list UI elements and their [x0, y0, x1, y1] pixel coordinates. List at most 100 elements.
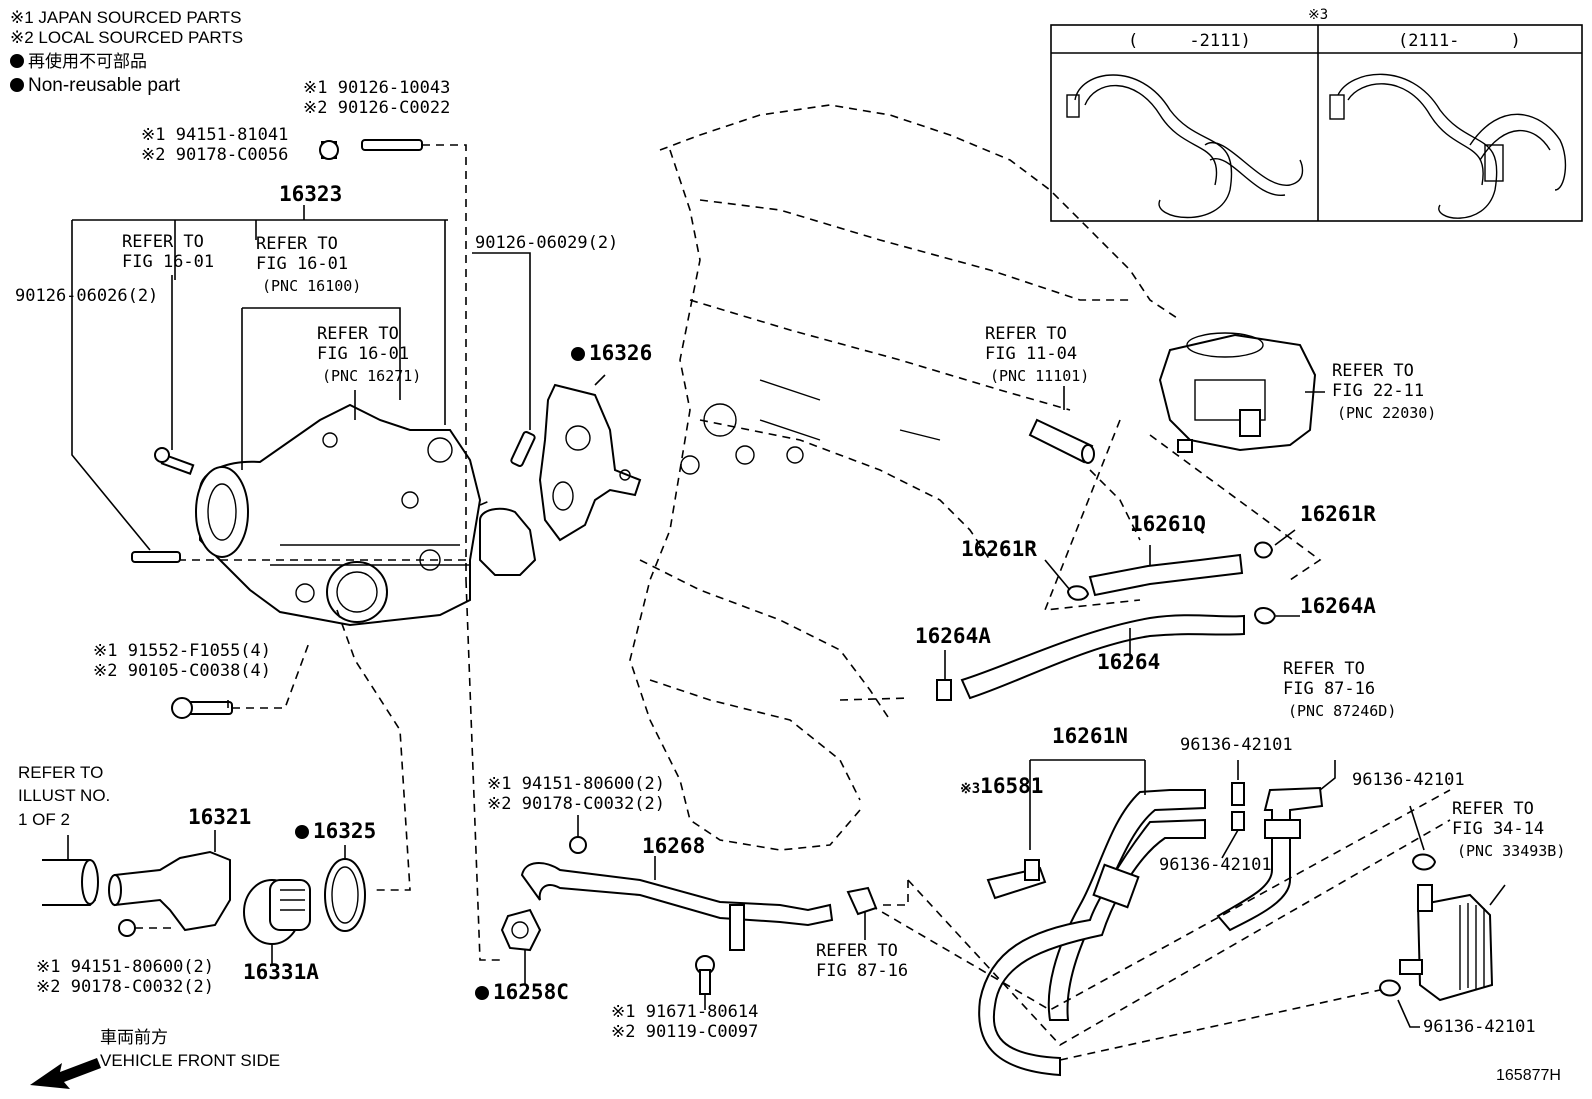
label-16261q: 16261Q: [1130, 512, 1206, 536]
stud-90126-06026-icon: [131, 551, 181, 563]
inset-col1: ( -2111): [1128, 31, 1251, 51]
legend-japan: ※1 JAPAN SOURCED PARTS: [10, 8, 242, 27]
gasket-16326-icon: [538, 383, 642, 542]
bolt-upper-icon: [154, 447, 195, 475]
legend-nonreuse-jp: 再使用不可部品: [10, 52, 147, 72]
refer-fig87-16-a-line3: (PNC 87246D): [1288, 702, 1397, 720]
label-90126-c0022: ※2 90126-C0022: [303, 98, 451, 118]
refer-fig11-04-line3: (PNC 11101): [990, 367, 1090, 385]
pipe-16268-icon: [520, 856, 834, 951]
label-16268: 16268: [642, 834, 706, 858]
label-90178-c0032-mid: ※2 90178-C0032(2): [487, 794, 666, 814]
label-16323: 16323: [279, 182, 343, 206]
hose-16261n-icon: [978, 759, 1206, 1077]
refer-fig87-16-b-line1: REFER TO: [816, 941, 898, 961]
clamp-96136-bottom-icon: [1378, 979, 1420, 1028]
bolt-94151-81041-icon: [319, 140, 339, 160]
label-96136-42101-mid: 96136-42101: [1159, 855, 1272, 875]
label-96136-42101-bottom: 96136-42101: [1423, 1017, 1536, 1037]
clamp-96136-right-icon: [1409, 805, 1437, 871]
label-96136-42101-top: 96136-42101: [1180, 735, 1293, 755]
label-96136-42101-right: 96136-42101: [1352, 770, 1465, 790]
refer-fig16-01-b-line1: REFER TO: [256, 234, 338, 254]
refer-fig16-01-b-line3: (PNC 16100): [262, 277, 362, 295]
legend-local: ※2 LOCAL SOURCED PARTS: [10, 28, 244, 47]
throttle-body-icon: [1158, 332, 1317, 453]
refer-fig34-14-line3: (PNC 33493B): [1457, 842, 1566, 860]
pipe-11101-icon: [1028, 418, 1095, 464]
label-94151-80600-mid: ※1 94151-80600(2): [487, 774, 666, 794]
clamp-16261r-left-icon: [1044, 559, 1090, 601]
refer-fig16-01-b-line2: FIG 16-01: [256, 254, 349, 274]
refer-fig11-04-line2: FIG 11-04: [985, 344, 1078, 364]
label-91552-f1055: ※1 91552-F1055(4): [93, 641, 272, 661]
leader-lines-pump: [71, 144, 606, 961]
refer-fig16-01-c-line3: (PNC 16271): [322, 367, 422, 385]
label-94151-80600-left: ※1 94151-80600(2): [36, 957, 215, 977]
thermostat-16331a-icon: [243, 879, 311, 965]
label-16264a-left: 16264A: [915, 624, 991, 648]
front-side-jp: 車両前方: [100, 1028, 168, 1047]
connector-87-16-icon: [846, 886, 878, 940]
bolt-94151-80600-left-icon: [118, 919, 175, 937]
label-90178-c0056: ※2 90178-C0056: [141, 145, 289, 165]
clamp-16264a-right-icon: [1253, 607, 1300, 625]
refer-fig16-01-c-line2: FIG 16-01: [317, 344, 410, 364]
bolt-91552-icon: [171, 697, 233, 719]
label-16264: 16264: [1097, 650, 1161, 674]
label-16331a: 16331A: [243, 960, 319, 984]
front-side-en: VEHICLE FRONT SIDE: [100, 1051, 281, 1070]
refer-fig87-16-b-line2: FIG 87-16: [816, 961, 909, 981]
label-16581: ※316581: [960, 774, 1044, 798]
vehicle-front-arrow-icon: [30, 1058, 101, 1089]
label-90126-06026: 90126-06026(2): [15, 286, 159, 306]
refer-illust-line2: ILLUST NO.: [18, 786, 111, 805]
hose-16264-icon: [960, 614, 1245, 700]
oil-cooler-icon: [1399, 884, 1506, 1002]
label-16261r-left: 16261R: [961, 537, 1037, 561]
clamp-96136-upper-icon: [1221, 760, 1245, 859]
label-94151-81041: ※1 94151-81041: [141, 125, 289, 145]
refer-fig34-14-line2: FIG 34-14: [1452, 819, 1545, 839]
label-16321: 16321: [188, 805, 252, 829]
refer-fig11-04-line1: REFER TO: [985, 324, 1067, 344]
label-90105-c0038: ※2 90105-C0038(4): [93, 661, 272, 681]
label-16264a-right: 16264A: [1300, 594, 1376, 618]
label-16261n: 16261N: [1052, 724, 1128, 748]
label-90119-c0097: ※2 90119-C0097: [611, 1022, 759, 1042]
hose-96136-pipe-icon: [1216, 760, 1336, 932]
clamp-old-icon: [1066, 74, 1304, 219]
water-pump-icon: [195, 403, 537, 627]
inset-col2: (2111- ): [1398, 31, 1521, 51]
refer-fig22-11-line2: FIG 22-11: [1332, 381, 1425, 401]
engine-block-outline: [629, 104, 1181, 851]
clamp-16261r-right-icon: [1253, 529, 1296, 559]
bolt-91671-icon: [695, 955, 715, 1010]
stud-90126-10043-icon: [361, 139, 423, 151]
bolt-94151-80600-mid-icon: [569, 815, 587, 854]
gasket-16258c-icon: [500, 908, 542, 985]
refer-fig87-16-a-line2: FIG 87-16: [1283, 679, 1376, 699]
inset-box: [1050, 24, 1583, 222]
refer-fig16-01-c-line1: REFER TO: [317, 324, 399, 344]
refer-fig87-16-a-line1: REFER TO: [1283, 659, 1365, 679]
clamp-new-icon: [1329, 73, 1567, 219]
refer-fig34-14-line1: REFER TO: [1452, 799, 1534, 819]
refer-illust-line3: 1 OF 2: [18, 810, 70, 829]
refer-fig22-11-line3: (PNC 22030): [1337, 404, 1437, 422]
legend-nonreuse-en: Non-reusable part: [10, 76, 180, 96]
gasket-16325-icon: [324, 845, 366, 932]
refer-fig22-11-line1: REFER TO: [1332, 361, 1414, 381]
illustration-number: 165877H: [1496, 1067, 1561, 1084]
label-90126-10043: ※1 90126-10043: [303, 78, 451, 98]
sensor-16581-icon: [986, 859, 1047, 900]
label-16261r-right: 16261R: [1300, 502, 1376, 526]
water-inlet-16321-icon: [108, 830, 231, 932]
refer-illust-line1: REFER TO: [18, 763, 104, 782]
inset-mark: ※3: [1308, 7, 1329, 23]
stud-90126-06029-icon: [510, 431, 536, 467]
refer-fig16-01-a-line1: REFER TO: [122, 232, 204, 252]
label-90126-06029: 90126-06029(2): [475, 233, 619, 253]
refer-fig16-01-a-line2: FIG 16-01: [122, 252, 215, 272]
